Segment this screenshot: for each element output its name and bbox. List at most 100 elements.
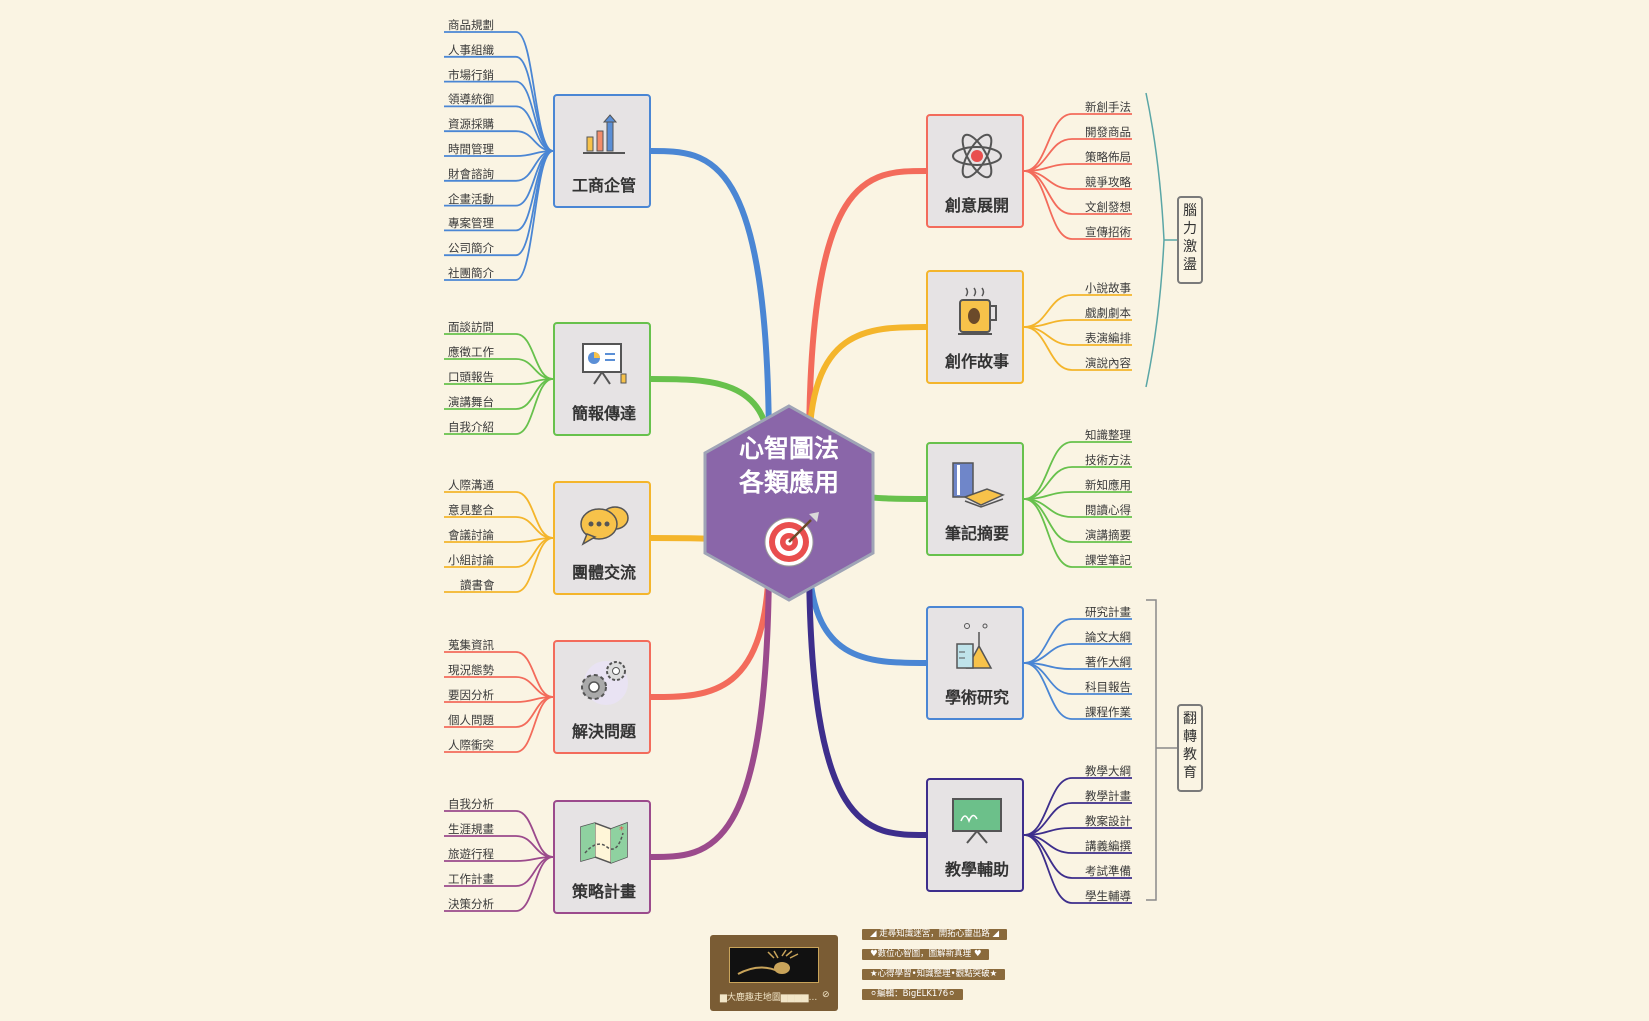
branch-node-cl[interactable]: * 策略計畫	[553, 800, 651, 914]
leaf-item[interactable]: 生涯規畫	[448, 822, 494, 836]
branch-node-td[interactable]: 團體交流	[553, 481, 651, 595]
leaf-connector	[444, 537, 554, 593]
leaf-item[interactable]: 面談訪問	[448, 320, 494, 334]
branch-node-xs[interactable]: 學術研究	[926, 606, 1024, 720]
leaf-item[interactable]: 演說內容	[1085, 356, 1131, 370]
leaf-item[interactable]: 專案管理	[448, 216, 494, 231]
leaf-item[interactable]: 公司簡介	[448, 241, 494, 256]
leaf-connector	[1023, 643, 1132, 664]
leaf-item[interactable]: 競爭攻略	[1085, 175, 1131, 189]
leaf-item[interactable]: 自我分析	[448, 797, 494, 811]
leaf-connector	[444, 810, 554, 858]
leaf-item[interactable]: 工作計畫	[448, 872, 494, 886]
leaf-item[interactable]: 個人問題	[448, 713, 494, 727]
leaf-item[interactable]: 技術方法	[1085, 453, 1131, 467]
leaf-item[interactable]: 小組討論	[448, 553, 494, 567]
leaf-item[interactable]: 領導統御	[448, 92, 494, 107]
leaf-item[interactable]: 商品規劃	[448, 18, 494, 32]
branch-node-cz[interactable]: 創作故事	[926, 270, 1024, 384]
leaf-connector	[1023, 777, 1132, 836]
leaf-item[interactable]: 資源採購	[448, 117, 494, 132]
branch-label: 簡報傳達	[571, 404, 636, 423]
leaf-item[interactable]: 講義編撰	[1085, 839, 1131, 853]
branch-node-jx[interactable]: 教學輔助	[926, 778, 1024, 892]
leaf-connector	[444, 676, 554, 698]
central-title-line1: 心智圖法	[738, 434, 839, 463]
leaf-item[interactable]: 知識整理	[1085, 428, 1131, 442]
leaf-item[interactable]: 演講摘要	[1085, 528, 1131, 542]
leaf-item[interactable]: 意見整合	[448, 503, 494, 517]
leaf-item[interactable]: 課堂筆記	[1085, 553, 1131, 567]
leaf-item[interactable]: 現況態勢	[448, 663, 494, 677]
leaf-connector	[444, 378, 554, 435]
leaf-item[interactable]: 旅遊行程	[448, 847, 494, 861]
leaf-item[interactable]: 文創發想	[1085, 200, 1131, 214]
leaf-item[interactable]: 宣傳招術	[1085, 225, 1131, 239]
branch-label: 解決問題	[571, 722, 636, 741]
branch-label: 工商企管	[571, 176, 636, 195]
leaf-item[interactable]: 人際衝突	[448, 738, 494, 752]
leaf-item[interactable]: 研究計畫	[1085, 605, 1131, 619]
leaf-item[interactable]: 人事組織	[448, 42, 494, 57]
leaf-item[interactable]: 自我介紹	[448, 420, 494, 434]
leaf-item[interactable]: 教學計畫	[1085, 789, 1131, 803]
footer-tag: ◢ 走尋知識迷宮，開拓心靈出路 ◢	[862, 929, 1007, 940]
folded-map-icon: *	[555, 812, 653, 872]
branch-label: 策略計畫	[571, 882, 636, 901]
leaf-item[interactable]: 小說故事	[1085, 281, 1131, 295]
branch-node-bj[interactable]: 筆記摘要	[926, 442, 1024, 556]
leaf-item[interactable]: 會議討論	[448, 528, 494, 542]
leaf-item[interactable]: 論文大綱	[1085, 630, 1131, 644]
branch-label: 教學輔助	[944, 860, 1009, 879]
central-hexagon	[703, 404, 875, 602]
leaf-item[interactable]: 表演編排	[1085, 331, 1131, 345]
leaf-item[interactable]: 財會諮詢	[448, 166, 494, 181]
leaf-item[interactable]: 要因分析	[448, 688, 494, 702]
leaf-item[interactable]: 策略佈局	[1085, 150, 1131, 164]
leaf-item[interactable]: 蒐集資訊	[448, 638, 494, 652]
branch-connector	[806, 168, 929, 456]
group-label-flipped-education[interactable]: 翻轉教育	[1177, 704, 1203, 792]
leaf-connector	[444, 105, 554, 152]
central-topic[interactable]: 心智圖法 各類應用	[703, 404, 875, 602]
leaf-item[interactable]: 口頭報告	[448, 370, 494, 384]
leaf-connector	[1023, 441, 1132, 500]
leaf-item[interactable]: 社團簡介	[448, 266, 494, 280]
leaf-connector	[444, 150, 554, 281]
leaf-item[interactable]: 著作大綱	[1085, 655, 1131, 669]
branch-label: 團體交流	[571, 563, 636, 582]
leaf-item[interactable]: 決策分析	[448, 897, 494, 911]
leaf-item[interactable]: 閱讀心得	[1085, 503, 1131, 517]
branch-node-cy[interactable]: 創意展開	[926, 114, 1024, 228]
author-banner[interactable]: ▆大鹿趣走地圖▆▆▆▆... ⊘	[710, 935, 838, 1011]
leaf-item[interactable]: 教案設計	[1085, 814, 1131, 828]
leaf-item[interactable]: 人際溝通	[448, 478, 494, 492]
leaf-item[interactable]: 課程作業	[1085, 705, 1131, 719]
leaf-item[interactable]: 讀書會	[460, 578, 495, 592]
leaf-item[interactable]: 開發商品	[1085, 125, 1131, 139]
leaf-item[interactable]: 教學大綱	[1085, 764, 1131, 778]
group-brace	[1145, 92, 1177, 388]
leaf-item[interactable]: 市場行銷	[448, 67, 494, 82]
branch-node-jb[interactable]: 簡報傳達	[553, 322, 651, 436]
branch-node-gm[interactable]: 工商企管	[553, 94, 651, 208]
group-label-brainstorm[interactable]: 腦力激盪	[1177, 196, 1203, 284]
leaf-item[interactable]: 新創手法	[1085, 100, 1131, 114]
leaf-item[interactable]: 企畫活動	[448, 191, 494, 206]
leaf-item[interactable]: 新知應用	[1085, 478, 1131, 492]
author-caption: ▆大鹿趣走地圖▆▆▆▆...	[720, 993, 818, 1003]
leaf-item[interactable]: 演講舞台	[448, 395, 494, 409]
leaf-item[interactable]: 應徵工作	[448, 345, 494, 359]
leaf-item[interactable]: 學生輔導	[1085, 889, 1131, 903]
branch-connector	[806, 324, 929, 456]
leaf-item[interactable]: 考試準備	[1085, 864, 1131, 878]
leaf-connector	[444, 651, 554, 698]
leaf-item[interactable]: 時間管理	[448, 142, 494, 156]
elk-logo-image	[729, 947, 819, 983]
leaf-item[interactable]: 戲劇劇本	[1085, 306, 1131, 320]
leaf-connector	[1023, 326, 1132, 371]
leaf-item[interactable]: 科目報告	[1085, 680, 1131, 694]
footer-tag: ★心得學習•知識整理•觀點突破★	[862, 969, 1006, 980]
link-icon[interactable]: ⊘	[822, 990, 830, 1000]
branch-node-jj[interactable]: 解決問題	[553, 640, 651, 754]
